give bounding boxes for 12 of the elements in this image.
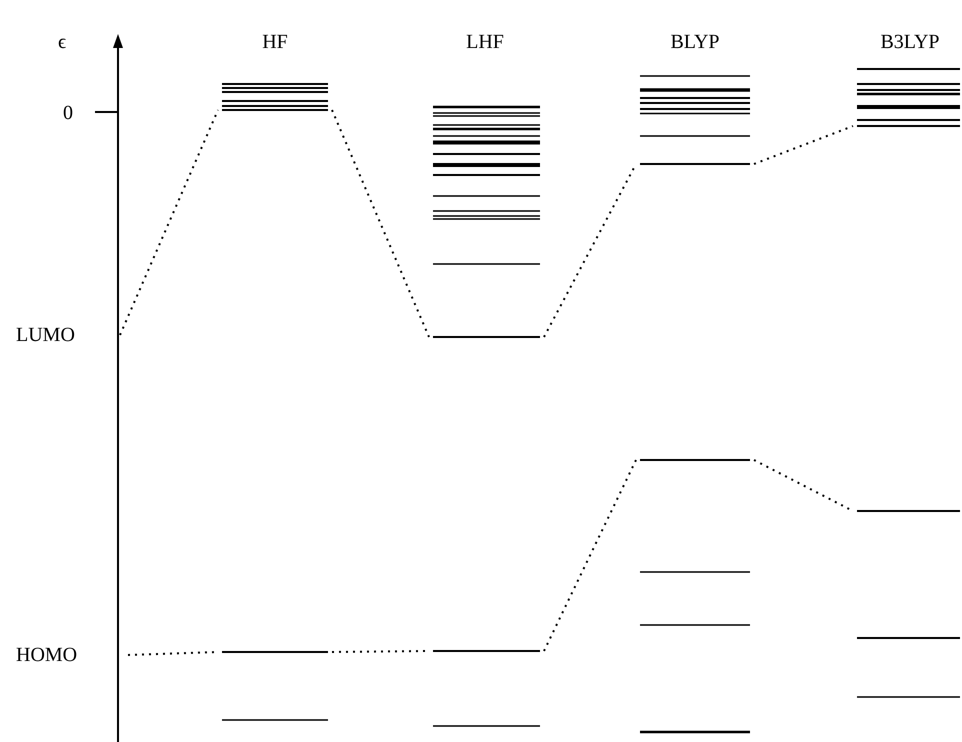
column-heading: BLYP bbox=[670, 30, 720, 54]
dotted-connector bbox=[754, 125, 854, 165]
column-heading: LHF bbox=[466, 30, 504, 54]
level-label: HOMO bbox=[16, 642, 124, 668]
dotted-connector bbox=[543, 460, 637, 652]
column-heading: B3LYP bbox=[880, 30, 940, 54]
dotted-connector bbox=[331, 110, 430, 338]
axis-symbol: ϵ bbox=[58, 30, 66, 54]
dotted-connector bbox=[119, 110, 219, 336]
level-label: LUMO bbox=[16, 322, 116, 348]
tick-label: 0 bbox=[63, 101, 73, 125]
column-heading: HF bbox=[262, 30, 288, 54]
